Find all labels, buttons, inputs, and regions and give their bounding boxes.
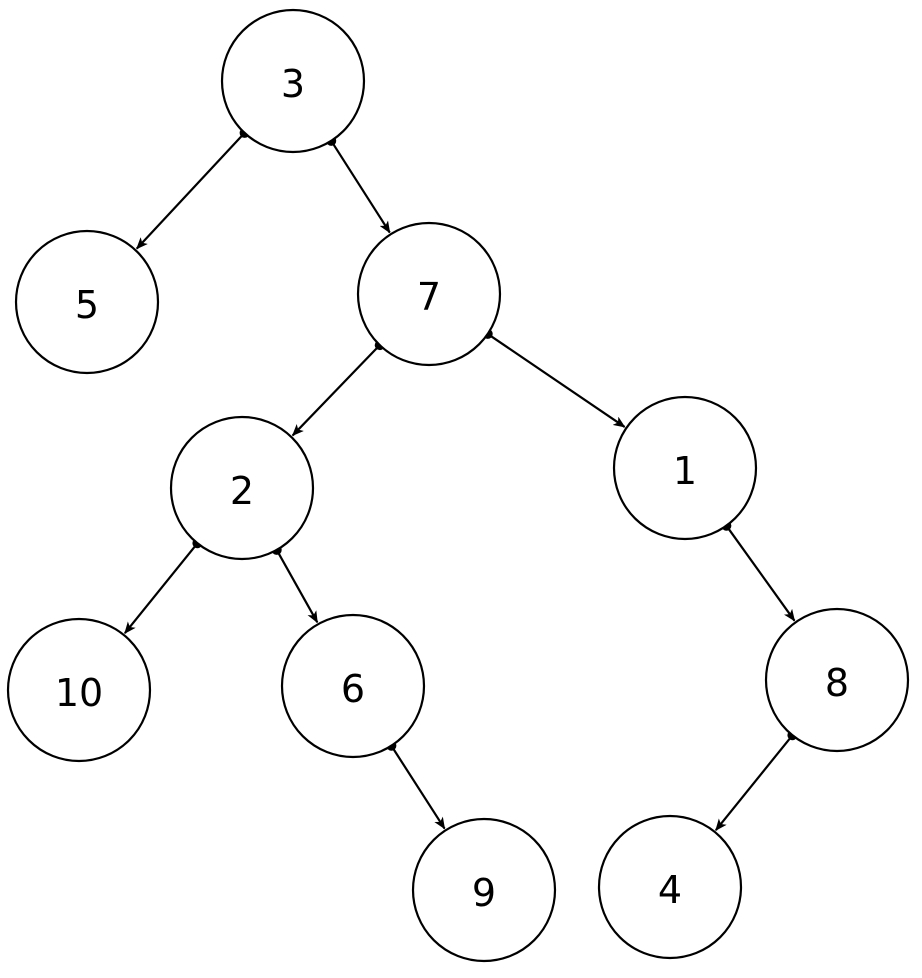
node-circle [612,395,758,541]
node-label: 9 [472,871,496,915]
node-label: 3 [281,62,305,106]
edge-3-to-7 [330,140,391,234]
node-label: 7 [417,275,441,319]
edge-6-to-9 [390,745,446,830]
tree-node-1: 1 [612,395,758,541]
tree-node-5: 5 [14,229,160,375]
node-label: 4 [658,868,682,912]
tree-node-4: 4 [597,814,743,960]
node-label: 8 [825,661,849,705]
node-label: 6 [341,667,365,711]
node-label: 5 [75,283,99,327]
edge-3-to-5 [135,132,246,250]
edge-8-to-4 [714,734,794,831]
node-circle [14,229,160,375]
edge-7-to-1 [487,333,626,428]
node-circle [280,613,426,759]
tree-node-10: 10 [6,617,152,763]
node-label: 2 [230,469,254,513]
node-label: 1 [673,449,697,493]
edge-2-to-10 [123,542,199,634]
edge-1-to-8 [725,525,796,622]
node-circle [169,415,315,561]
edge-2-to-6 [275,549,319,624]
node-circle [597,814,743,960]
edge-7-to-2 [291,344,381,437]
node-circle [411,817,557,963]
node-circle [6,617,152,763]
tree-node-6: 6 [280,613,426,759]
tree-node-3: 3 [220,8,366,154]
node-circle [220,8,366,154]
tree-node-7: 7 [356,221,502,367]
node-label: 10 [55,671,103,715]
node-circle [356,221,502,367]
tree-node-8: 8 [764,607,910,753]
nodes-layer: 3 5 7 2 1 10 6 8 9 4 [6,8,910,963]
tree-node-2: 2 [169,415,315,561]
node-circle [764,607,910,753]
tree-node-9: 9 [411,817,557,963]
